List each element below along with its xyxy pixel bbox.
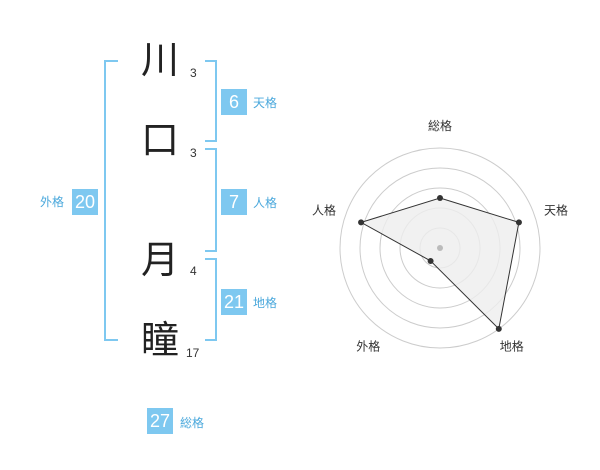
jinkaku-bracket xyxy=(205,148,217,252)
radar-point-1 xyxy=(437,195,443,201)
stroke-count-1: 3 xyxy=(190,66,197,80)
tenkaku-label: 天格 xyxy=(253,96,278,110)
name-char-4: 瞳 xyxy=(141,318,180,362)
radar-ring-4 xyxy=(359,167,521,329)
stroke-count-2: 3 xyxy=(190,146,197,160)
stroke-count-3: 4 xyxy=(190,264,197,278)
chikaku-badge: 21 xyxy=(221,289,247,315)
name-char-1: 川 xyxy=(141,38,180,82)
radar-axis-label-5: 人格 xyxy=(312,202,336,217)
gaikaku-badge: 20 xyxy=(72,189,98,215)
gaikaku-bracket xyxy=(104,60,118,341)
radar-axis-label-2: 天格 xyxy=(544,202,568,217)
radar-axis-label-4: 外格 xyxy=(356,339,380,354)
radar-ring-5 xyxy=(339,147,541,349)
name-char-3: 月 xyxy=(141,238,180,282)
gaikaku-label: 外格 xyxy=(40,195,65,209)
radar-point-4 xyxy=(427,257,434,264)
radar-axis-label-1: 総格 xyxy=(428,118,452,133)
chikaku-bracket xyxy=(205,258,217,341)
radar-polygon xyxy=(359,197,520,330)
jinkaku-label: 人格 xyxy=(253,196,278,210)
jinkaku-badge: 7 xyxy=(221,189,247,215)
radar-point-2 xyxy=(515,219,522,226)
soukaku-badge: 27 xyxy=(147,408,173,434)
name-char-2: 口 xyxy=(141,118,180,162)
tenkaku-badge: 6 xyxy=(221,89,247,115)
radar-center-dot xyxy=(437,245,443,251)
radar-point-3 xyxy=(495,325,502,332)
stroke-count-4: 17 xyxy=(186,346,200,360)
radar-point-5 xyxy=(358,219,365,226)
tenkaku-bracket xyxy=(205,60,217,142)
radar-axis-label-3: 地格 xyxy=(500,339,524,354)
chikaku-label: 地格 xyxy=(253,296,278,310)
soukaku-label: 総格 xyxy=(180,416,205,430)
